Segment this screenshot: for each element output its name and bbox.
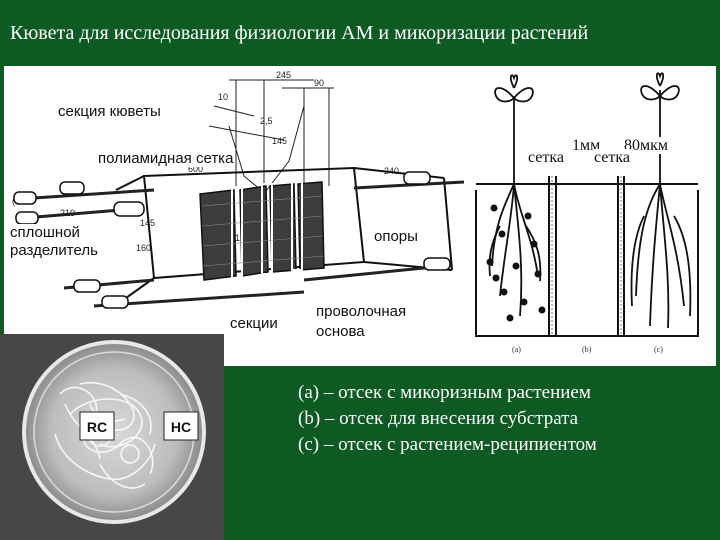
- label-size-80um: 80мкм: [624, 137, 669, 154]
- cuvette-drawing: 245 90 2,5 145 10 600 240 145 160 (25 21…: [12, 70, 699, 354]
- label-sections: секции: [230, 315, 278, 332]
- label-mesh-80um: сетка: [594, 149, 631, 166]
- svg-text:(a): (a): [512, 345, 521, 354]
- svg-text:160: 160: [136, 243, 151, 253]
- photo-label-rc: RC: [87, 419, 107, 435]
- diagram-panel: 245 90 2,5 145 10 600 240 145 160 (25 21…: [4, 66, 716, 366]
- svg-text:145: 145: [140, 218, 155, 228]
- legend-text: – отсек с растением-реципиентом: [323, 434, 597, 455]
- photo-label-hc: HC: [171, 419, 191, 435]
- svg-text:240: 240: [384, 166, 399, 176]
- legend-text: – отсек с микоризным растением: [323, 382, 591, 403]
- label-cuvette-section: секция кюветы: [58, 103, 161, 120]
- legend-key: b: [304, 408, 314, 429]
- label-polyamide-mesh: полиамидная сетка: [98, 150, 234, 167]
- legend-item-c: (c) – отсек с растением-реципиентом: [298, 434, 597, 455]
- legend-key: c: [304, 434, 313, 455]
- svg-text:90: 90: [314, 78, 324, 88]
- svg-text:215: 215: [230, 233, 245, 243]
- svg-text:(c): (c): [654, 345, 663, 354]
- legend-key: a: [304, 382, 313, 403]
- legend-item-a: (a) – отсек с микоризным растением: [298, 382, 591, 403]
- svg-text:245: 245: [276, 70, 291, 80]
- svg-text:(b): (b): [582, 345, 592, 354]
- slide-title: Кювета для исследования физиологии АМ и …: [10, 22, 589, 44]
- label-wire-base: проволочная основа: [316, 302, 407, 342]
- label-solid-divider: сплошной разделитель: [10, 224, 98, 260]
- svg-text:145: 145: [272, 136, 287, 146]
- legend: (a) – отсек с микоризным растением (b) –…: [298, 380, 597, 458]
- legend-item-b: (b) – отсек для внесения субстрата: [298, 408, 579, 429]
- svg-text:600: 600: [188, 164, 203, 174]
- petri-dish-photo: RC HC: [0, 334, 224, 540]
- svg-text:2,5: 2,5: [260, 116, 273, 126]
- label-size-1mm: 1мм: [572, 137, 601, 154]
- label-mesh-1mm: сетка: [528, 149, 565, 166]
- petri-dish-image: RC HC: [0, 334, 224, 540]
- legend-text: – отсек для внесения субстрата: [324, 408, 579, 429]
- label-supports: опоры: [374, 228, 418, 245]
- svg-text:10: 10: [218, 92, 228, 102]
